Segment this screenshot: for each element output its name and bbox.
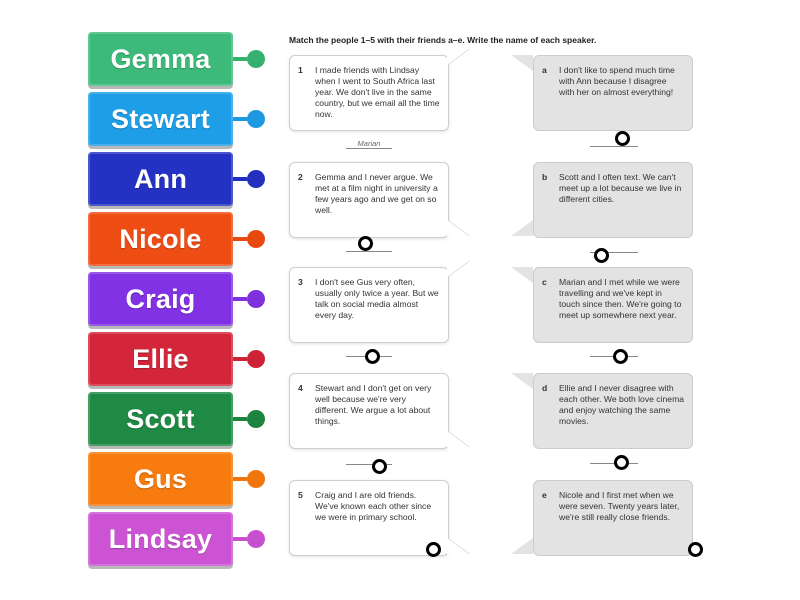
name-tile-gus[interactable]: Gus [88,452,233,506]
tile-connector-stem [233,297,247,301]
bubble-text: Stewart and I don't get on very well bec… [315,383,432,426]
speech-bubble-1: 1 I made friends with Lindsay when I went… [289,55,449,131]
speech-bubble-d: d Ellie and I never disagree with each ot… [533,373,693,449]
speech-bubble-e: e Nicole and I first met when we were sev… [533,480,693,556]
bubble-number: 2 [298,172,303,182]
drop-target-ring[interactable] [372,459,387,474]
bubble-number: a [542,65,547,75]
tile-connector-dot[interactable] [247,350,265,368]
bubble-text: Gemma and I never argue. We met at a fil… [315,172,438,215]
bubble-number: 4 [298,383,303,393]
name-tile-scott[interactable]: Scott [88,392,233,446]
bubble-text: Craig and I are old friends. We've known… [315,490,432,522]
bubble-tail [447,538,469,554]
speech-bubble-4: 4 Stewart and I don't get on very well be… [289,373,449,449]
speech-bubble-5: 5 Craig and I are old friends. We've know… [289,480,449,556]
example-answer-marian: Marian [346,139,392,149]
name-tile-label: Gus [133,463,188,494]
tile-connector-dot[interactable] [247,410,265,428]
tile-connector-stem [233,357,247,361]
bubble-number: b [542,172,548,182]
bubble-number: 3 [298,277,303,287]
drop-target-ring[interactable] [365,349,380,364]
drop-target-ring[interactable] [615,131,630,146]
bubble-tail [511,220,533,236]
drop-target-ring[interactable] [426,542,441,557]
bubble-number: d [542,383,548,393]
tile-connector-stem [233,237,247,241]
name-tile-ellie[interactable]: Ellie [88,332,233,386]
tile-connector-stem [233,57,247,61]
bubble-text: Ellie and I never disagree with each oth… [559,383,685,426]
tile-connector-dot[interactable] [247,110,265,128]
bubble-text: Marian and I met while we were travellin… [559,277,682,320]
answer-line [346,251,392,252]
bubble-tail [447,431,469,447]
name-tile-label: Lindsay [108,523,213,554]
name-tile-stewart[interactable]: Stewart [88,92,233,146]
tile-connector-stem [233,477,247,481]
drop-target-ring[interactable] [358,236,373,251]
bubble-number: 1 [298,65,303,75]
drop-target-ring[interactable] [614,455,629,470]
name-tile-nicole[interactable]: Nicole [88,212,233,266]
bubble-tail [447,261,469,277]
tile-connector-stem [233,177,247,181]
speech-bubble-a: a I don't like to spend much time with An… [533,55,693,131]
name-tile-label: Craig [125,283,196,314]
name-tile-craig[interactable]: Craig [88,272,233,326]
speech-bubble-b: b Scott and I often text. We can't meet u… [533,162,693,238]
tile-connector-dot[interactable] [247,290,265,308]
bubble-number: 5 [298,490,303,500]
instructions-text: Match the people 1–5 with their friends … [289,35,597,45]
bubble-tail [511,55,533,71]
bubble-text: I don't see Gus very often, usually only… [315,277,439,320]
tile-connector-dot[interactable] [247,470,265,488]
tile-connector-dot[interactable] [247,230,265,248]
drop-target-ring[interactable] [613,349,628,364]
name-tile-ann[interactable]: Ann [88,152,233,206]
tile-connector-stem [233,417,247,421]
bubble-text: Scott and I often text. We can't meet up… [559,172,682,204]
bubble-tail [447,49,469,65]
speech-bubble-3: 3 I don't see Gus very often, usually onl… [289,267,449,343]
name-tile-label: Ann [133,163,188,194]
tile-connector-stem [233,117,247,121]
answer-line [346,464,392,465]
bubble-tail [511,538,533,554]
name-tile-label: Gemma [110,43,211,74]
name-tile-gemma[interactable]: Gemma [88,32,233,86]
bubble-text: I made friends with Lindsay when I went … [315,65,440,119]
name-tile-label: Scott [126,403,195,434]
drop-target-ring[interactable] [594,248,609,263]
speech-bubble-2: 2 Gemma and I never argue. We met at a fi… [289,162,449,238]
bubble-tail [447,220,469,236]
tile-connector-dot[interactable] [247,170,265,188]
tile-connector-dot[interactable] [247,50,265,68]
speech-bubble-c: c Marian and I met while we were travelli… [533,267,693,343]
bubble-number: e [542,490,547,500]
tile-connector-stem [233,537,247,541]
name-tile-lindsay[interactable]: Lindsay [88,512,233,566]
answer-line [590,252,638,253]
tile-connector-dot[interactable] [247,530,265,548]
bubble-tail [511,267,533,283]
bubble-number: c [542,277,547,287]
bubble-tail [511,373,533,389]
name-tile-label: Nicole [119,223,202,254]
name-tile-label: Ellie [132,343,189,374]
answer-line [590,146,638,147]
drop-target-ring[interactable] [688,542,703,557]
name-tile-label: Stewart [111,103,210,134]
bubble-text: I don't like to spend much time with Ann… [559,65,675,97]
bubble-text: Nicole and I first met when we were seve… [559,490,680,522]
